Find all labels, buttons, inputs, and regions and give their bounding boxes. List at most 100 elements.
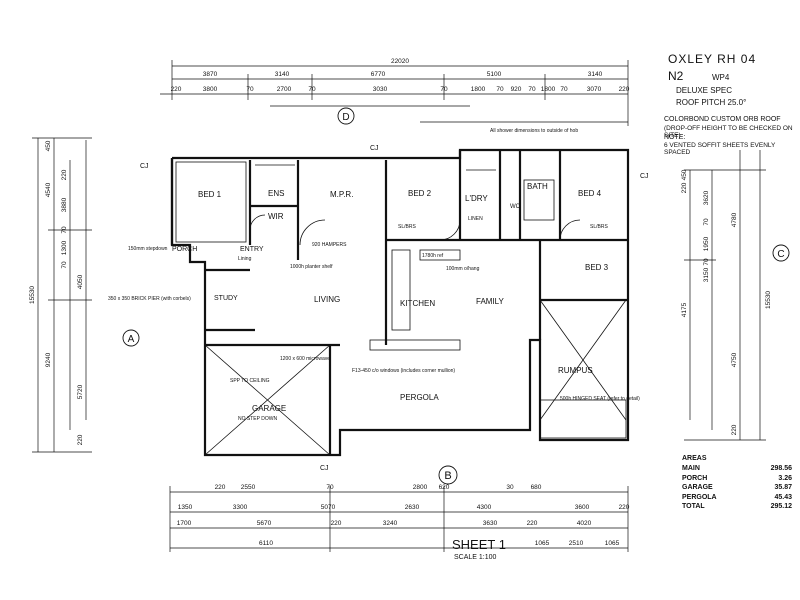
dim-bottom-small-7: 680	[531, 484, 542, 491]
dim-left-part-7: 70	[61, 261, 68, 269]
areas-row: PERGOLA 45.43	[682, 494, 792, 504]
sheet-label: SHEET 1	[452, 537, 506, 552]
dim-bottom-small-2: 2550	[241, 484, 256, 491]
dim-bottom-overall-7: 4020	[577, 520, 592, 527]
room-bed2: BED 2	[408, 189, 432, 198]
dim-left-part-11: 220	[77, 434, 84, 445]
dim-bottom-small-5: 620	[439, 484, 450, 491]
dim-right-part-9: 220	[731, 424, 738, 435]
dim-top-mid-4: 5100	[487, 71, 502, 78]
marker-d-label: D	[342, 112, 349, 123]
left-dimension-lines	[32, 137, 92, 453]
dim-bottom-row2-6: 3600	[575, 504, 590, 511]
dim-top-mid-1: 3870	[203, 71, 218, 78]
dim-top-inner-9: 70	[496, 86, 504, 93]
cj-marker-3: CJ	[640, 173, 649, 180]
marker-b-label: B	[444, 470, 451, 482]
dim-left-part-1: 450	[45, 140, 52, 151]
areas-label: PORCH	[682, 474, 708, 482]
dim-right-part-11: 4750	[731, 352, 738, 367]
right-dimension-lines	[684, 150, 766, 441]
plan-spec: DELUXE SPEC	[676, 86, 733, 95]
annotation-lining: Lining	[238, 256, 252, 262]
section-marker-b	[438, 465, 458, 485]
dim-bottom-small-4: 2800	[413, 484, 428, 491]
dim-left-part-9: 9240	[45, 352, 52, 367]
dim-top-inner-6: 3030	[373, 86, 388, 93]
cj-marker-2: CJ	[370, 145, 379, 152]
dim-bottom-small-1: 220	[215, 484, 226, 491]
dim-top-inner-15: 220	[619, 86, 630, 93]
dim-bottom-row2-5: 4300	[477, 504, 492, 511]
dim-top-mid-5: 3140	[588, 71, 603, 78]
dim-bottom-row2-2: 3300	[233, 504, 248, 511]
annotation-hinged-seat: 500h HINGED SEAT (refer to detail)	[560, 396, 640, 402]
room-bed3: BED 3	[585, 263, 609, 272]
room-living: LIVING	[314, 295, 340, 304]
dim-top-inner-5: 70	[308, 86, 316, 93]
dim-top-mid-3: 6770	[371, 71, 386, 78]
dim-bottom-small-3: 70	[326, 484, 334, 491]
dim-bottom-row2-4: 2630	[405, 504, 420, 511]
room-ldry: L'DRY	[465, 194, 488, 203]
dim-top-inner-11: 70	[528, 86, 536, 93]
plan-title: OXLEY RH 04	[668, 52, 757, 66]
dim-left-part-5: 70	[61, 226, 68, 234]
roof-pitch: ROOF PITCH 25.0°	[676, 98, 747, 107]
annotation-microwave: 1200 x 600 microwave	[280, 356, 330, 362]
top-dimension-lines	[160, 60, 629, 126]
plan-code: N2	[668, 69, 684, 83]
annotation-shower: All shower dimensions to outside of hob	[490, 128, 578, 134]
dim-bottom-overall-4: 3240	[383, 520, 398, 527]
areas-header: AREAS	[682, 455, 707, 462]
room-family: FAMILY	[476, 297, 505, 306]
annotation-hang: 100mm o/hang	[446, 266, 480, 272]
room-bath: BATH	[527, 182, 548, 191]
building-walls	[170, 148, 630, 457]
dim-right-part-3: 3620	[703, 190, 710, 205]
annotation-hampers: 920 HAMPERS	[312, 242, 347, 248]
room-pergola: PERGOLA	[400, 393, 439, 402]
dim-bottom-row3-4: 1065	[605, 540, 620, 547]
annotation-slbrs-2: SL/BRS	[590, 224, 608, 230]
interior-details	[175, 161, 627, 456]
areas-label: TOTAL	[682, 503, 705, 510]
annotation-kitchen-ref: 1780h ref	[422, 253, 444, 259]
bottom-dimension-lines	[169, 486, 629, 552]
room-wc: WC	[510, 204, 521, 210]
dim-top-overall: 22020	[391, 58, 409, 65]
dim-bottom-row3-1: 6110	[259, 540, 273, 547]
dim-right-part-7: 4175	[681, 302, 688, 317]
dim-bottom-row2-7: 220	[619, 504, 630, 511]
roof-note: (DROP-OFF HEIGHT TO BE CHECKED ON SITE)	[664, 125, 793, 139]
areas-label: PERGOLA	[682, 493, 717, 501]
plan-wp: WP4	[712, 73, 730, 82]
annotation-slbrs-1: SL/BRS	[398, 224, 416, 230]
dim-right-part-8: 3150	[703, 267, 710, 282]
dim-top-inner-12: 1800	[541, 86, 556, 93]
dim-right-part-4: 70	[703, 218, 710, 226]
annotation-spp: SPP TO CEILING	[230, 378, 270, 384]
room-ens: ENS	[268, 189, 284, 198]
annotation-stepdown: 150mm stepdown	[128, 246, 168, 252]
dim-left-part-6: 1300	[61, 240, 68, 255]
annotation-linen: LINEN	[468, 216, 483, 222]
dim-left-part-2: 4540	[45, 182, 52, 197]
areas-value: 45.43	[774, 493, 792, 501]
room-wir: WIR	[268, 212, 284, 221]
annotation-planter: 1000h planter shelf	[290, 264, 333, 270]
cj-marker-1: CJ	[140, 163, 149, 170]
dim-top-inner-14: 3070	[587, 86, 602, 93]
dim-top-inner-10: 920	[511, 86, 522, 93]
dim-bottom-overall-5: 3630	[483, 520, 498, 527]
areas-label: GARAGE	[682, 484, 713, 491]
dim-top-inner-4: 2700	[277, 86, 292, 93]
section-marker-d	[337, 107, 355, 125]
dim-right-overall: 15530	[765, 291, 772, 309]
areas-value: 298.56	[770, 465, 792, 472]
room-bed4: BED 4	[578, 189, 602, 198]
